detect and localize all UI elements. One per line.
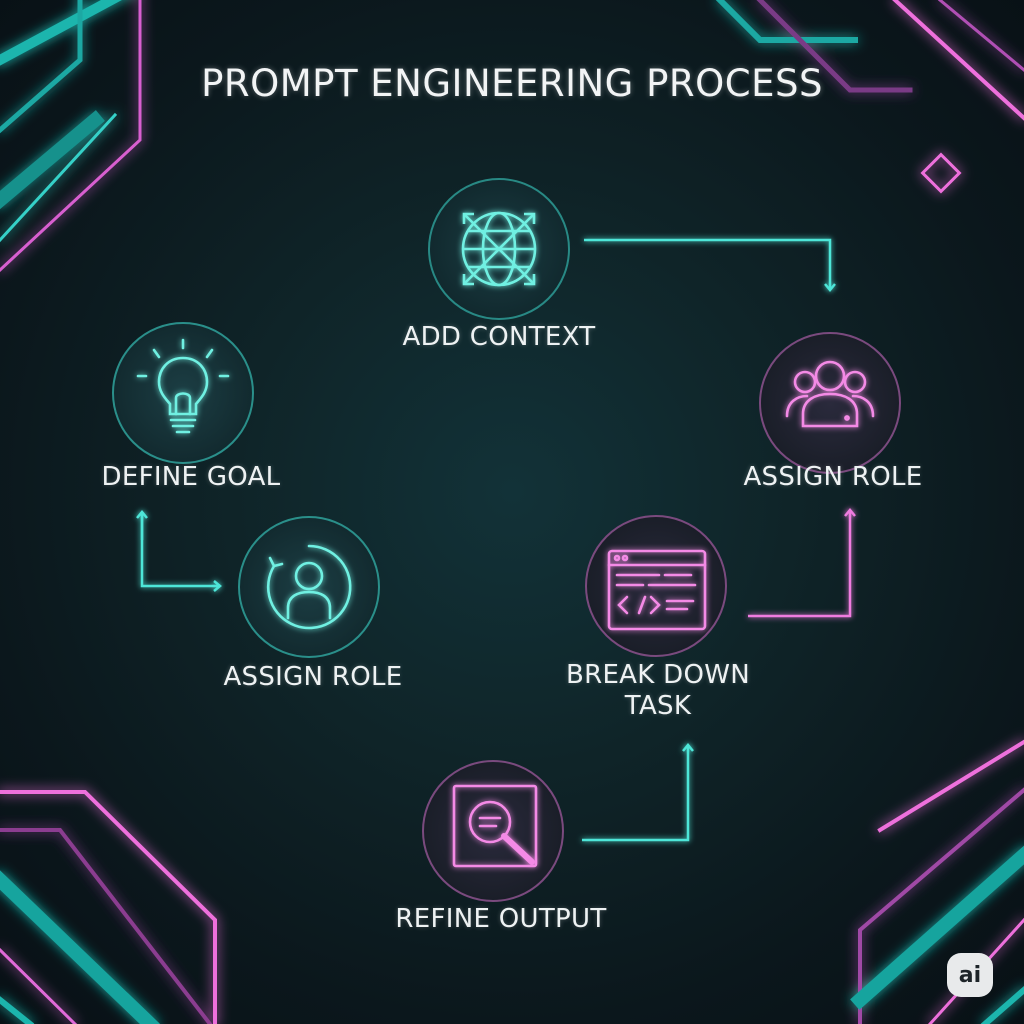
arrow-context-to-role — [584, 238, 836, 292]
connectors — [136, 238, 856, 842]
step-assign-role-right-icon-circle — [757, 330, 903, 476]
step-add-context-label: ADD CONTEXT — [402, 322, 596, 352]
ai-badge: ai — [947, 953, 993, 997]
arrow-task-to-role — [748, 508, 856, 618]
arrow-goal-to-role — [140, 512, 222, 592]
decor-bottom-right — [850, 739, 1024, 1024]
step-assign-role-left-label: ASSIGN ROLE — [223, 662, 403, 692]
step-add-context-icon-circle — [426, 176, 572, 322]
step-refine-output-icon-circle — [420, 758, 566, 904]
decor-top-right — [715, 0, 1024, 194]
step-break-down-task-icon-circle — [583, 513, 729, 659]
step-refine-output-label: REFINE OUTPUT — [395, 904, 607, 934]
step-define-goal-label: DEFINE GOAL — [101, 462, 281, 492]
decor-bottom-left — [0, 790, 217, 1024]
page-title: PROMPT ENGINEERING PROCESS — [201, 62, 823, 105]
globe-arrows-icon — [428, 178, 570, 320]
step-define-goal-icon-circle — [110, 320, 256, 466]
step-break-down-task-label: BREAK DOWN TASK — [565, 660, 751, 721]
step-assign-role-right-label: ASSIGN ROLE — [743, 462, 923, 492]
code-window-icon — [585, 515, 727, 657]
user-badge-icon — [238, 516, 380, 658]
users-group-icon — [759, 332, 901, 474]
lightbulb-icon — [112, 322, 254, 464]
arrow-refine-to-task — [582, 743, 694, 842]
document-search-icon — [422, 760, 564, 902]
step-assign-role-left-icon-circle — [236, 514, 382, 660]
decor-top-left — [0, 0, 142, 273]
